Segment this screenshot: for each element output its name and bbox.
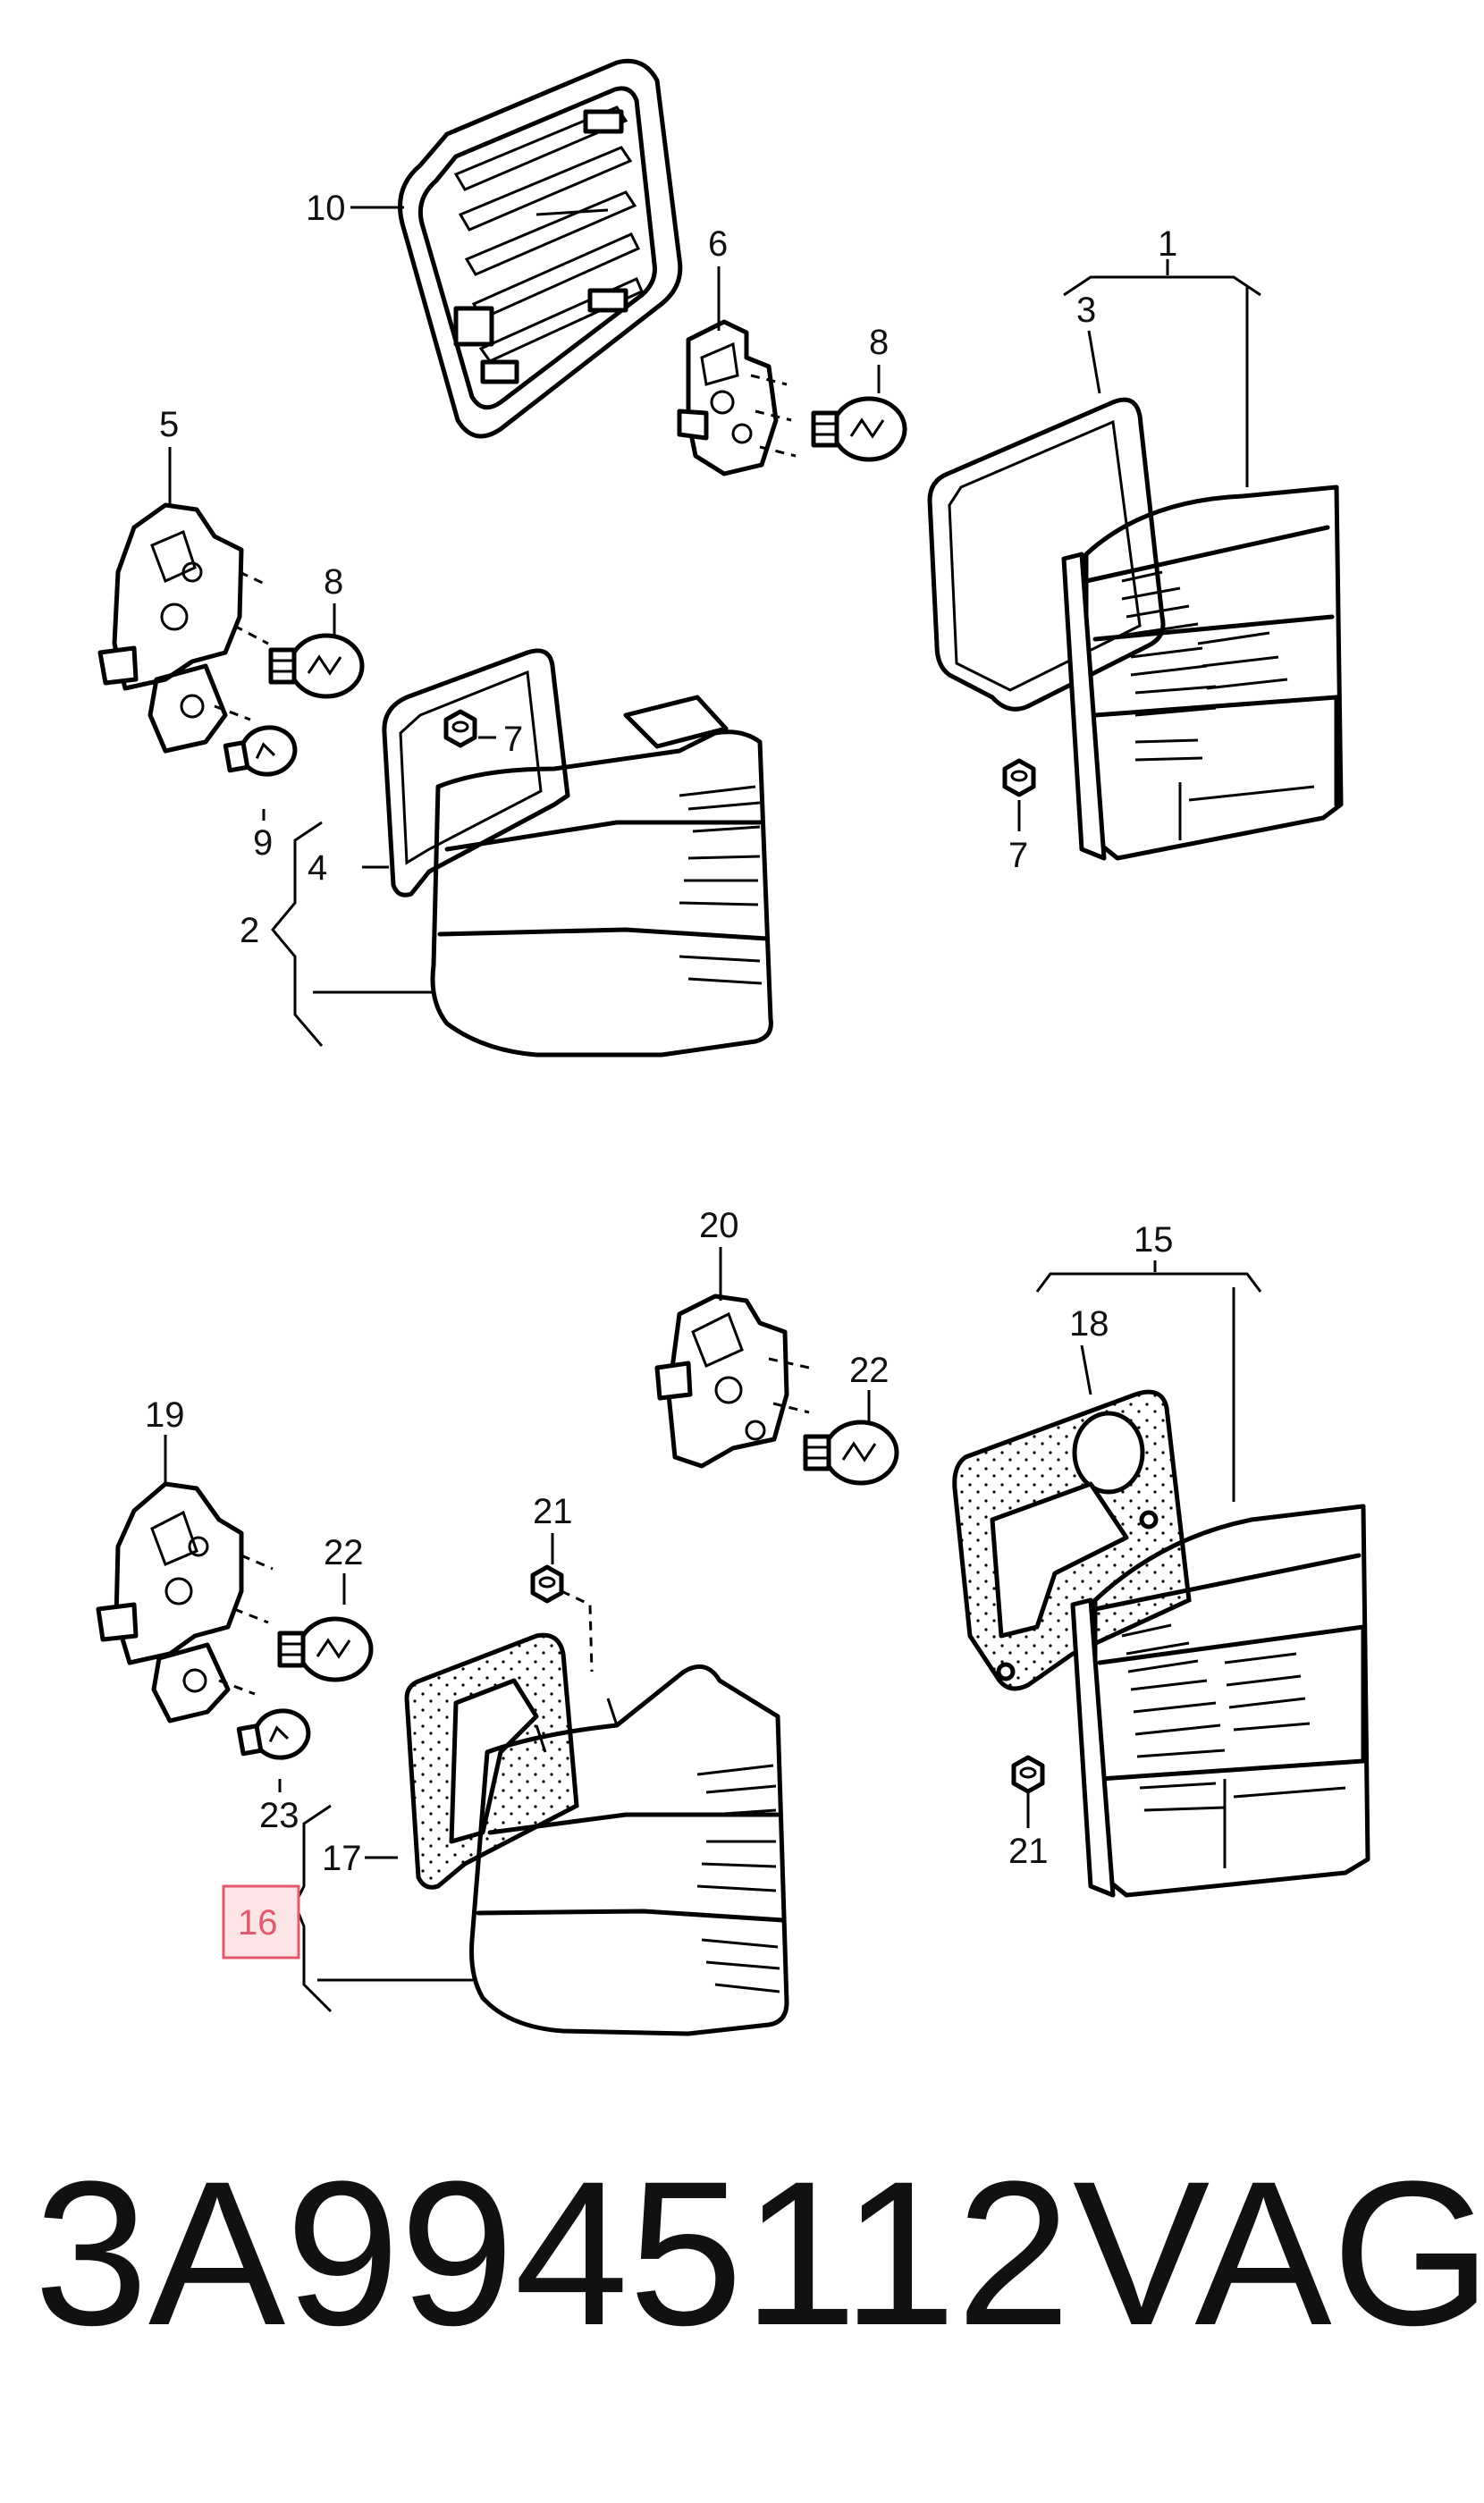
callout-4: 4 [308,848,327,888]
part-10-bulb-frame [398,58,683,439]
callout-8-upper: 8 [869,323,889,362]
callout-2: 2 [240,911,259,950]
part-20-bulb-holder [654,1294,810,1469]
callout-21-right: 21 [1008,1832,1049,1871]
part-16-tail-lamp [469,1664,789,2036]
callout-7-left: 7 [503,720,523,759]
callout-17: 17 [322,1839,362,1878]
brand-name: VAG [1073,2138,1484,2368]
callout-1: 1 [1158,224,1177,264]
callout-labels: 10 6 8 1 3 5 8 7 9 4 2 7 20 15 18 22 19 … [145,189,1177,1943]
callout-5: 5 [159,405,179,444]
part-1-inner-tail-lamp [1061,485,1344,861]
callout-9: 9 [253,823,273,863]
callout-23: 23 [259,1796,299,1835]
callout-21-left: 21 [533,1492,573,1531]
callout-8-left: 8 [324,562,343,602]
callout-19: 19 [145,1395,185,1435]
callout-16: 16 [238,1903,278,1943]
part-19-bulb-holder [96,1481,274,1723]
part-17-gasket [404,1632,579,1890]
part-15-inner-tail-lamp [1070,1504,1370,1898]
callout-15: 15 [1134,1220,1174,1260]
callout-16-highlight [222,1884,300,1959]
part-18-gasket [952,1389,1192,1691]
callout-6: 6 [708,224,728,264]
part-3-gasket [927,397,1166,712]
callout-20: 20 [699,1206,739,1245]
part-number: 3A9945112 [34,2138,1071,2368]
callout-3: 3 [1076,291,1096,330]
callout-10: 10 [306,189,346,228]
part-2-tail-lamp [430,695,773,1058]
callout-22-upper: 22 [849,1351,890,1390]
callout-22-lower: 22 [324,1533,364,1572]
part-4-gasket [382,648,570,898]
callout-18: 18 [1069,1304,1109,1344]
part-6-bulb-holder [677,319,797,476]
callout-7-right: 7 [1008,836,1028,875]
part-5-bulb-holder [97,502,269,754]
